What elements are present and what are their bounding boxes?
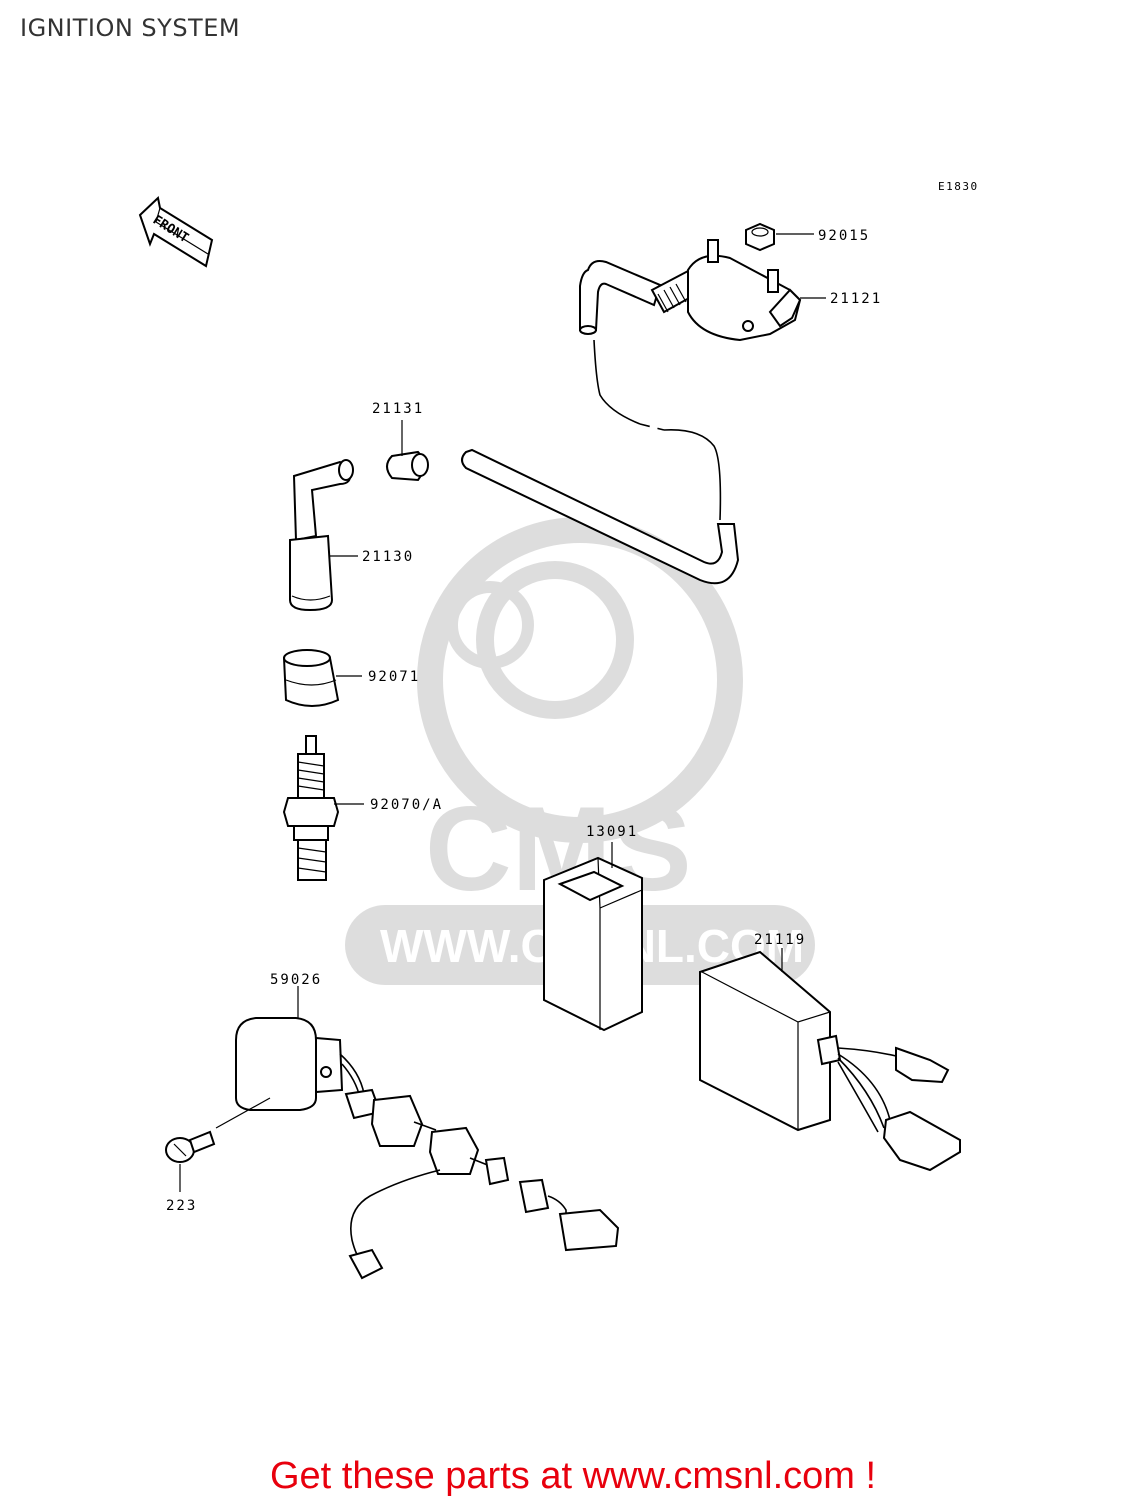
part-label-223: 223 [166,1198,197,1214]
part-label-92070a: 92070/A [370,797,443,813]
part-label-21131: 21131 [372,401,424,417]
part-label-21119: 21119 [754,932,806,948]
page-title: IGNITION SYSTEM [20,14,241,42]
front-arrow-icon: FRONT [138,196,214,268]
plug-cap-21130 [289,459,354,612]
ignition-coil [579,239,802,342]
seal-21131 [386,450,429,482]
part-label-21130: 21130 [362,549,414,565]
leader-lines [179,233,826,1192]
part-label-13091: 13091 [586,824,638,840]
igniter-21119 [699,950,961,1172]
part-label-21121: 21121 [830,291,882,307]
diagram-code: E1830 [938,180,979,193]
footer-promo[interactable]: Get these parts at www.cmsnl.com ! [269,1455,877,1497]
regulator-59026 [235,1017,620,1280]
part-label-59026: 59026 [270,972,322,988]
part-label-92071: 92071 [368,669,420,685]
part-label-92015: 92015 [818,228,870,244]
boot-92071 [282,649,340,707]
igniter-cover-13091 [543,856,643,1032]
nut-92015 [745,222,775,252]
screw-223 [165,1130,216,1163]
spark-plug-92070a [282,735,340,881]
